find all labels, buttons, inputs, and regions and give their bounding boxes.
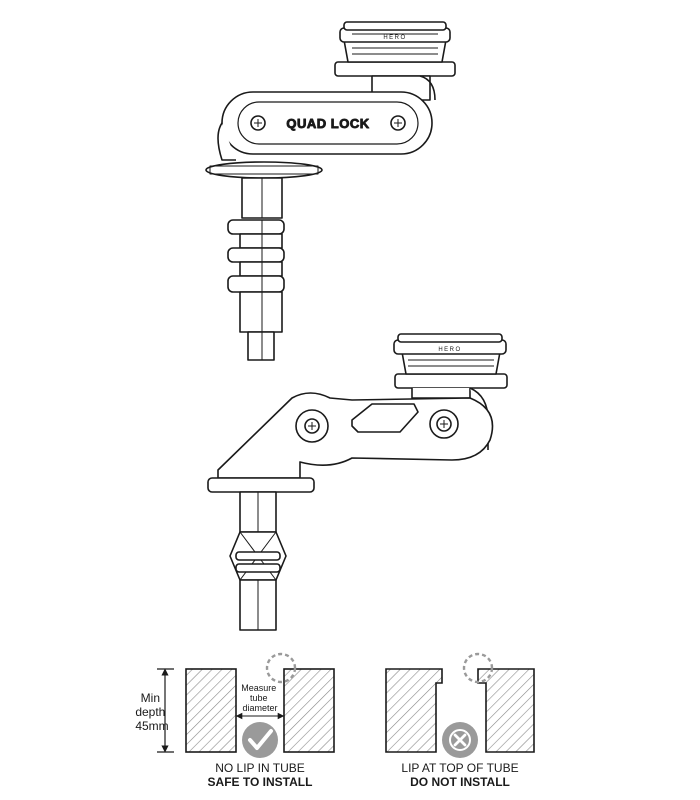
tube-wall-left [185, 668, 237, 753]
arm-logo-top: QUAD LOCK [286, 116, 369, 131]
mount-illustration-top: HERO QUAD LOCK [205, 21, 456, 361]
guide-unsafe: LIP AT TOP OF TUBE DO NOT INSTALL [385, 652, 535, 789]
arm-middle [217, 392, 494, 479]
mount-illustration-middle: HERO [207, 333, 508, 631]
measure-label-line-3: diameter [242, 703, 277, 713]
head-adapter-top: HERO [334, 21, 456, 77]
depth-label-line-2: depth [135, 705, 165, 719]
lip-check-dashed-circle [265, 652, 297, 684]
guide-safe: Min depth 45mm Measure tube diameter NO … [135, 652, 335, 789]
verdict-unsafe: DO NOT INSTALL [410, 775, 510, 789]
lip-dashed-circle [462, 652, 494, 684]
status-line-unsafe: LIP AT TOP OF TUBE [401, 761, 518, 775]
head-adapter-middle: HERO [393, 333, 508, 389]
depth-label-line-1: Min [141, 691, 160, 705]
svg-text:Min depth 45mm: Min depth 45mm [135, 691, 168, 733]
tube-wall-right [283, 668, 335, 753]
depth-label-line-3: 45mm [135, 719, 168, 733]
lipped-wall-left [385, 668, 443, 753]
measure-label-line-2: tube [250, 693, 268, 703]
head-logo-middle: HERO [438, 347, 461, 353]
svg-text:Measure tube diame: Measure tube diameter [241, 683, 279, 713]
x-circle-icon [442, 722, 478, 758]
lipped-wall-right [477, 668, 535, 753]
status-line-safe: NO LIP IN TUBE [215, 761, 305, 775]
measure-label-line-1: Measure [241, 683, 276, 693]
check-circle-icon [242, 722, 278, 758]
head-logo-top: HERO [383, 35, 406, 41]
verdict-safe: SAFE TO INSTALL [208, 775, 313, 789]
